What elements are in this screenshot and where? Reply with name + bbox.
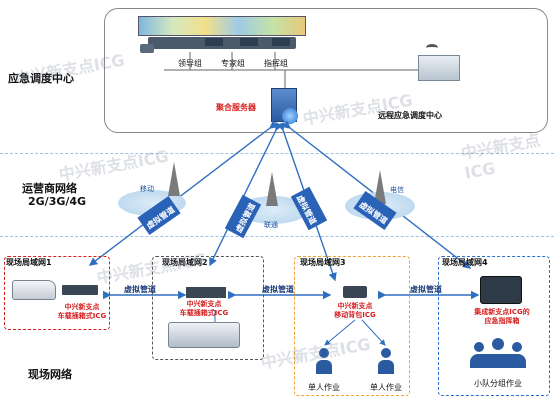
- command-case-icon: [480, 276, 522, 304]
- lan-1-device-label: 中兴新支点 车载插箱式ICG: [57, 303, 107, 320]
- lan-2-title: 现场局域网2: [162, 258, 208, 267]
- team-icon: [470, 338, 526, 370]
- team-label: 小队分组作业: [474, 379, 522, 388]
- cell-tower-icon: [374, 170, 386, 204]
- lan-4-frame: [438, 256, 550, 396]
- remote-center-label: 远程应急调度中心: [378, 111, 442, 120]
- lan-3-title: 现场局域网3: [300, 258, 346, 267]
- cell-tower-icon: [168, 162, 180, 196]
- lan-2-frame: [152, 256, 264, 360]
- globe-icon: [282, 108, 298, 124]
- worker-label: 单人作业: [308, 383, 340, 392]
- carrier-label-telecom: 电信: [390, 186, 404, 194]
- virtual-pipe-label: 虚拟管道: [124, 285, 156, 294]
- aggregation-server-label: 聚合服务器: [216, 103, 256, 112]
- lan-1-title: 现场局域网1: [6, 258, 52, 267]
- worker-label: 单人作业: [370, 383, 402, 392]
- video-wall: [138, 16, 306, 36]
- lan-4-device-label: 集成新支点ICG的 应急指挥箱: [474, 308, 530, 325]
- icg-device-icon: [186, 287, 226, 298]
- desk-monitor: [240, 38, 258, 46]
- zone-label-carrier-sub: 2G/3G/4G: [28, 195, 87, 208]
- lan-4-title: 现场局域网4: [442, 258, 488, 267]
- carrier-label-unicom: 联通: [264, 221, 278, 229]
- person-icon: [378, 348, 394, 374]
- zone-label-carrier: 运营商网络: [22, 182, 77, 195]
- carrier-label-mobile: 移动: [140, 185, 154, 193]
- remote-building-icon: [418, 55, 460, 81]
- zone-label-field: 现场网络: [28, 368, 72, 381]
- desk-monitor: [205, 38, 223, 46]
- virtual-pipe-label: 虚拟管道: [262, 285, 294, 294]
- zone-label-command: 应急调度中心: [8, 72, 74, 85]
- desk-monitor: [272, 38, 290, 46]
- lan-3-device-label: 中兴新支点 移动背包ICG: [334, 302, 376, 319]
- group-label-command: 指挥组: [264, 59, 288, 68]
- vehicle-icon: [168, 322, 240, 348]
- lan-1-frame: [4, 256, 110, 330]
- vehicle-icon: [12, 280, 56, 300]
- cell-tower-icon: [266, 172, 278, 206]
- lan-2-device-label: 中兴新支点 车载插箱式ICG: [179, 300, 229, 317]
- satellite-dish-icon: [426, 44, 438, 52]
- backpack-icg-icon: [343, 286, 367, 298]
- lan-3-frame: [294, 256, 410, 396]
- group-label-experts: 专家组: [221, 59, 245, 68]
- person-icon: [316, 348, 332, 374]
- icg-device-icon: [62, 285, 98, 295]
- workstation-icon: [140, 44, 154, 53]
- virtual-pipe-label: 虚拟管道: [410, 285, 442, 294]
